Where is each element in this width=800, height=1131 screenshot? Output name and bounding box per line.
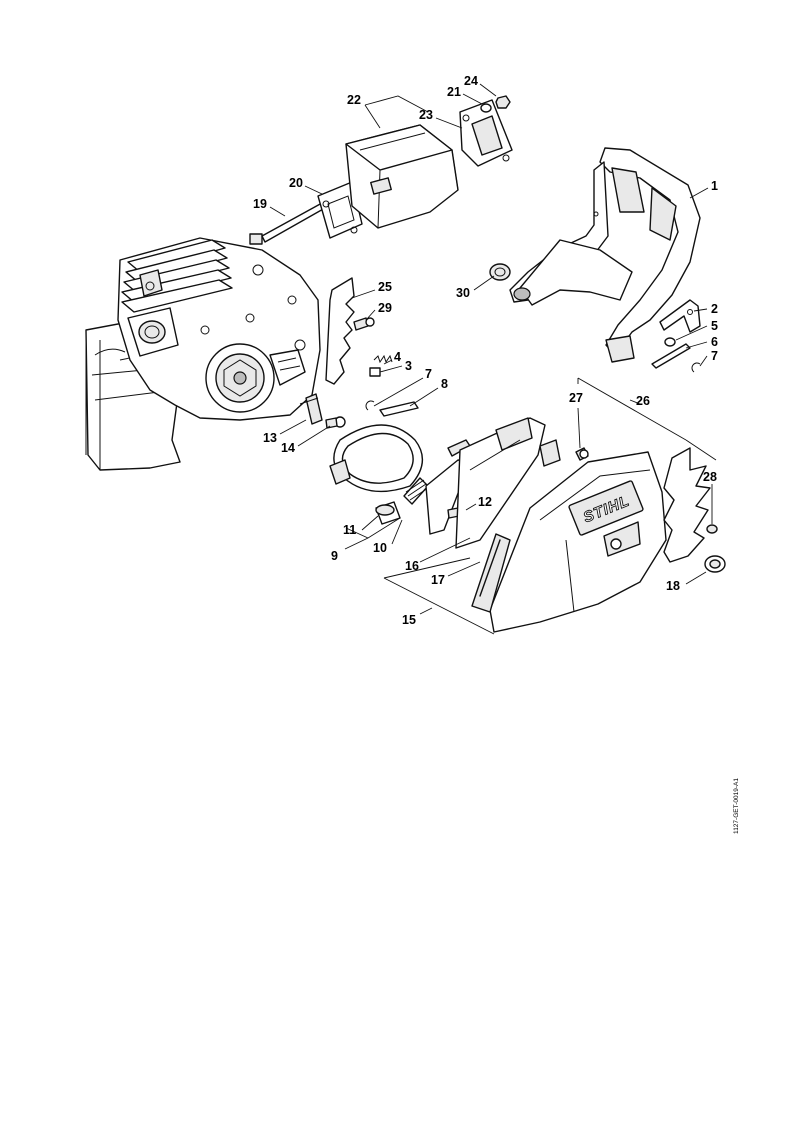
pawl-lever (659, 299, 701, 333)
callout-15: 15 (402, 613, 416, 627)
nut-24 (495, 95, 511, 109)
callout-23: 23 (419, 108, 433, 122)
callout-13: 13 (263, 431, 277, 445)
spike-bumper (663, 447, 711, 563)
callout-16: 16 (405, 559, 419, 573)
chain-catcher (325, 277, 355, 385)
callout-18: 18 (666, 579, 680, 593)
callout-12: 12 (478, 495, 492, 509)
callout-6: 6 (711, 335, 718, 349)
callout-22: 22 (347, 93, 361, 107)
callout-29: 29 (378, 301, 392, 315)
inner-plate (455, 417, 546, 549)
callout-2: 2 (711, 302, 718, 316)
callout-17: 17 (431, 573, 445, 587)
muffler (345, 124, 459, 229)
nut-18 (704, 555, 726, 573)
muffler-assembly (249, 95, 513, 245)
screw-14 (325, 416, 346, 429)
callout-19: 19 (253, 197, 267, 211)
callout-27: 27 (569, 391, 583, 405)
callout-5: 5 (711, 319, 718, 333)
screw-29 (353, 317, 375, 331)
callout-labels: 1 2 3 4 5 6 7 7 8 9 10 11 12 13 14 15 16… (253, 74, 718, 627)
engine-housing (85, 237, 321, 471)
callout-21: 21 (447, 85, 461, 99)
callout-30: 30 (456, 286, 470, 300)
callout-9: 9 (331, 549, 338, 563)
callout-10: 10 (373, 541, 387, 555)
callout-14: 14 (281, 441, 295, 455)
brake-band (329, 424, 423, 493)
lever-13 (299, 393, 323, 425)
cover-strip (471, 533, 511, 613)
hand-guard (509, 147, 701, 363)
callout-7a: 7 (711, 349, 718, 363)
callout-8: 8 (441, 377, 448, 391)
callout-11: 11 (343, 523, 356, 537)
circlip-7b (365, 400, 375, 411)
spring-4 (369, 354, 393, 377)
callout-25: 25 (378, 280, 392, 294)
link-rod (651, 343, 691, 369)
callout-7b: 7 (425, 367, 432, 381)
callout-28: 28 (703, 470, 717, 484)
screw-27 (575, 447, 589, 461)
bushing (489, 263, 511, 281)
cylinder-fins (121, 239, 233, 313)
callout-24: 24 (464, 74, 478, 88)
clutch-drum (205, 343, 275, 413)
callout-3: 3 (405, 359, 412, 373)
drawing-code: 1127-GET-0019-A1 (733, 778, 740, 834)
callout-26: 26 (636, 394, 650, 408)
plate-block (539, 439, 561, 467)
nut-28 (706, 524, 718, 534)
callout-1: 1 (711, 179, 718, 193)
washer-21 (480, 103, 492, 113)
washer-5 (664, 337, 676, 347)
leader-lines (269, 83, 717, 635)
sprocket-cover: STIHL (489, 451, 667, 633)
brake-lever-8 (379, 401, 419, 417)
guard-hardware (651, 299, 701, 373)
sleeve-11 (375, 501, 401, 525)
callout-20: 20 (289, 176, 303, 190)
callout-4: 4 (394, 350, 401, 364)
circlip-7a (691, 362, 701, 373)
